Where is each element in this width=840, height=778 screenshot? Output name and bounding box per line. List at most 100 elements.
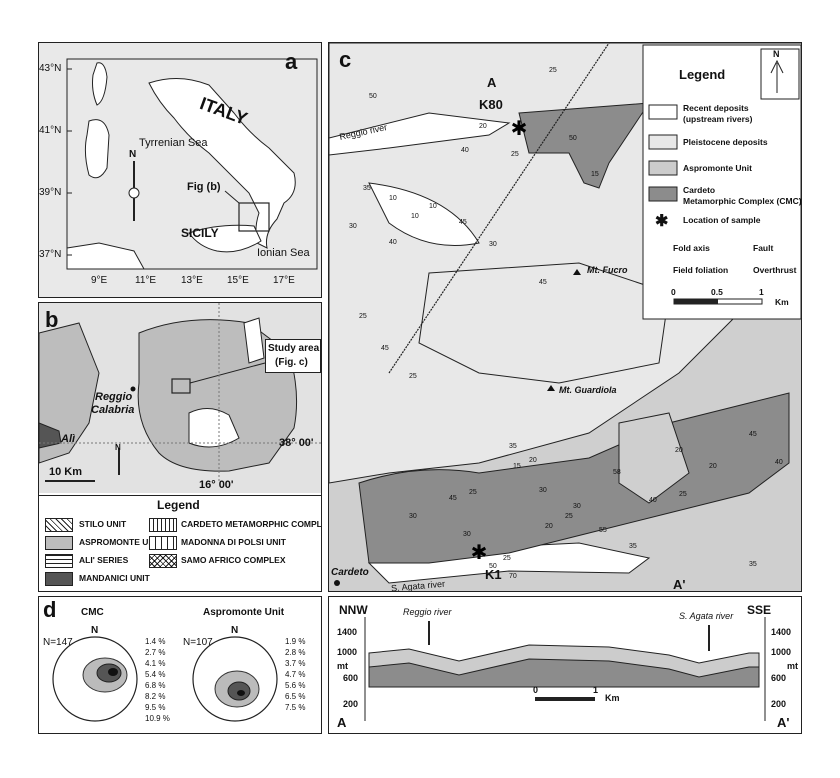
lon-label-3: 15°E — [227, 275, 249, 286]
place-label-ali: Alì — [61, 433, 76, 445]
legend-title: Legend — [679, 67, 726, 82]
legend-item: Pleistocene deposits — [683, 137, 768, 147]
dip-value-label: 50 — [569, 135, 577, 142]
swatch-ali — [45, 554, 73, 568]
panel-c-geological-map: ✱ ✱ c Legend N Recent deposits (upstream… — [328, 42, 802, 592]
section-tick: 1400 — [771, 627, 792, 637]
dip-value-label: 30 — [349, 223, 357, 230]
section-tick: 600 — [343, 673, 359, 683]
scale-label: 1 — [759, 287, 764, 297]
north-label: N — [773, 49, 780, 59]
legend-item: CARDETO METAMORPHIC COMPLEX — [181, 519, 322, 529]
place-label: A — [487, 75, 497, 90]
dip-value-label: 20 — [479, 123, 487, 130]
scale-label: 10 Km — [49, 466, 83, 478]
section-left-label: NNW — [339, 603, 368, 617]
dip-value-label: 40 — [649, 497, 657, 504]
legend-item: STILO UNIT — [79, 519, 127, 529]
dip-value-label: 45 — [749, 431, 757, 438]
place-label: K80 — [479, 97, 503, 112]
study-area-fig-ref: (Fig. c) — [275, 357, 308, 368]
swatch-aspromonte — [45, 536, 73, 550]
dip-value-label: 25 — [679, 491, 687, 498]
section-tick: 600 — [771, 673, 787, 683]
dip-value-label: 50 — [369, 93, 377, 100]
swatch-samo — [149, 554, 177, 568]
section-right-label: SSE — [747, 603, 772, 617]
scale-unit: Km — [775, 297, 789, 307]
section-river-label: S. Agata river — [679, 611, 734, 621]
italy-map-drawing — [66, 58, 318, 270]
dip-value-label: 35 — [629, 543, 637, 550]
sea-label-ionian: Ionian Sea — [257, 247, 310, 259]
geology-drawing: ✱ ✱ — [329, 43, 801, 586]
dip-value-label: 55 — [599, 527, 607, 534]
lat-label-2: 39°N — [39, 187, 62, 198]
section-scale-unit: Km — [605, 693, 620, 703]
study-area-box — [265, 339, 321, 373]
legend-item: MANDANICI UNIT — [79, 573, 150, 583]
contour-scale-label: 9.5 % — [145, 703, 166, 712]
contour-scale-label: 2.8 % — [285, 648, 306, 657]
cross-section-panel: NNW SSE Reggio river S. Agata river 1400… — [328, 596, 802, 734]
contour-scale-label: 4.1 % — [145, 659, 166, 668]
lon-label-1: 11°E — [135, 275, 157, 286]
symbol-fold-axis: Fold axis — [673, 243, 710, 253]
swatch-cardeto — [149, 518, 177, 532]
lat-label-3: 37°N — [39, 249, 62, 260]
swatch-mandanici — [45, 572, 73, 586]
legend-item: Cardeto — [683, 185, 716, 195]
contour-scale-label: 2.7 % — [145, 648, 166, 657]
contour-scale-label: 5.4 % — [145, 670, 166, 679]
lon-label-0: 9°E — [91, 275, 108, 286]
svg-text:✱: ✱ — [471, 540, 488, 564]
symbol-fault: Fault — [753, 243, 774, 253]
section-scale: 1 — [593, 685, 599, 695]
dip-value-label: 35 — [749, 561, 757, 568]
dip-value-label: 45 — [539, 279, 547, 286]
dip-value-label: 70 — [509, 573, 517, 580]
panel-b-legend: Legend STILO UNIT ASPROMONTE UNIT ALI' S… — [39, 495, 322, 591]
dip-value-label: 30 — [409, 513, 417, 520]
contour-scale-label: 1.9 % — [285, 637, 306, 646]
place-label: Cardeto — [331, 567, 369, 578]
contour-scale-label: 6.5 % — [285, 692, 306, 701]
legend-item: Location of sample — [683, 215, 761, 225]
stereonet-drawing — [52, 636, 278, 722]
legend-item: Recent deposits — [683, 103, 749, 113]
net1-count: N=147 — [43, 637, 73, 648]
panel-b-regional-map: b Study area (Fig. c) Reggio Calabria Al… — [38, 302, 322, 592]
peak-label: Mt. Fucro — [587, 265, 628, 275]
panel-a-location-map: a ITALY Tyrrenian Sea Ionian Sea SICILY … — [38, 42, 322, 298]
panel-d-label: d — [43, 597, 57, 622]
contour-scale-label: 8.2 % — [145, 692, 166, 701]
city-label-reggio: Reggio — [95, 391, 133, 403]
dip-value-label: 35 — [363, 185, 371, 192]
legend-item: Metamorphic Complex (CMC) — [683, 196, 802, 206]
contour-scale-label: 10.9 % — [145, 714, 170, 723]
panel-b-label: b — [45, 307, 59, 332]
lon-label-2: 13°E — [181, 275, 203, 286]
net2-count: N=107 — [183, 637, 213, 648]
island-label-sicily: SICILY — [181, 226, 219, 240]
contour-scale-label: 7.5 % — [285, 703, 306, 712]
dip-value-label: 45 — [449, 495, 457, 502]
peak-label: Mt. Guardiola — [559, 385, 617, 395]
panel-a-label: a — [285, 49, 298, 74]
net1-title: CMC — [81, 607, 104, 618]
dip-value-label: 58 — [613, 469, 621, 476]
dip-value-label: 20 — [709, 463, 717, 470]
lat-label-1: 41°N — [39, 125, 62, 136]
dip-value-label: 30 — [539, 487, 547, 494]
north-label: N — [129, 149, 137, 160]
legend-item: ALI' SERIES — [79, 555, 129, 565]
legend-item: ASPROMONTE UNIT — [79, 537, 163, 547]
panel-d-stereonets: d CMC N=147 N Aspromonte Unit N=107 N 1.… — [38, 596, 322, 734]
panel-c-label: c — [339, 47, 352, 72]
dip-value-label: 35 — [509, 443, 517, 450]
section-river-label: Reggio river — [403, 607, 452, 617]
fig-b-reference: Fig (b) — [187, 181, 221, 193]
dip-value-label: 30 — [489, 241, 497, 248]
dip-value-label: 20 — [675, 447, 683, 454]
contour-scale-label: 5.6 % — [285, 681, 306, 690]
